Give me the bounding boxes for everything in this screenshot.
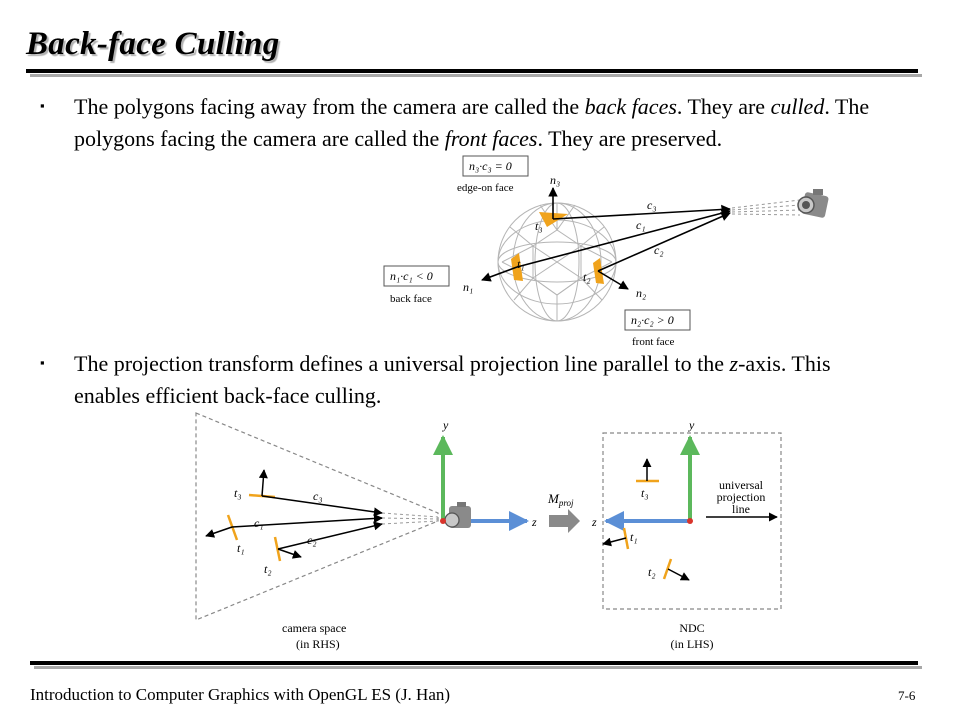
label-t1: t₁ (517, 257, 525, 271)
label-c1: c₁ (636, 218, 646, 232)
universal-label-line1: universal (719, 478, 764, 492)
edge-on-eq-box (462, 155, 529, 177)
label-n2: n₂ (636, 286, 646, 300)
label-t3: t₃ (535, 219, 543, 233)
back-equation: n₁·c₁ < 0 (390, 269, 433, 283)
frustum-ray-lines (381, 512, 439, 525)
view-frustum-lines (731, 199, 801, 216)
ndc-origin (687, 518, 693, 524)
normal-n1 (481, 266, 518, 282)
label-c2-left: c₂ (307, 533, 317, 547)
ndc-box (602, 432, 782, 610)
camera-icon-small (440, 502, 471, 528)
back-eq-box (383, 265, 450, 287)
front-eq-box (624, 309, 691, 331)
paragraph-back-faces: The polygons facing away from the camera… (74, 91, 924, 155)
vector-c1 (516, 208, 731, 268)
edge-on-caption: edge-on face (457, 182, 514, 194)
front-equation: n₂·c₂ > 0 (631, 313, 674, 327)
label-t2-right: t₂ (648, 565, 656, 579)
universal-label-line2: projection (717, 490, 766, 504)
camera-space-caption-line2: (in RHS) (296, 637, 340, 651)
label-y-right: y (688, 418, 695, 432)
label-t3-right: t₃ (641, 486, 649, 500)
para1-text-2: . They are (676, 94, 771, 119)
vector-c2 (597, 212, 731, 272)
normal-t2-left (277, 548, 302, 559)
label-z-left: z (531, 515, 537, 529)
para2-text-2: -axis. This enables efficient back-face … (74, 351, 831, 408)
normal-t1-right (602, 537, 627, 547)
figure-sphere-culling: n₃ t₃ t₁ t₂ n₁ n₂ c₃ c₁ c₂ n₃·c₃ = 0 edg… (383, 155, 829, 348)
vector-c2-left (277, 521, 383, 550)
title-divider (26, 69, 918, 73)
face-t2-left (273, 536, 282, 562)
normal-n2 (597, 270, 629, 290)
normal-t2-right (667, 568, 690, 581)
paragraph-projection: The projection transform defines a unive… (74, 348, 894, 412)
vector-c1-left (231, 513, 383, 528)
label-t1-right: t₁ (630, 530, 638, 544)
front-caption: front face (632, 336, 675, 348)
para2-text-1: The projection transform defines a unive… (74, 351, 730, 376)
label-mproj: Mproj (547, 491, 574, 508)
figure-projection: y z t₃ t₁ t₂ c₃ c₁ c₂ camera spac (195, 412, 782, 651)
label-t1-left: t₁ (237, 541, 245, 555)
bullet-marker: ▪ (40, 98, 45, 113)
vector-c3-left (261, 495, 383, 517)
label-t3-left: t₃ (234, 486, 242, 500)
label-z-right: z (591, 515, 597, 529)
ndc-caption-line1: NDC (679, 621, 704, 635)
mproj-arrow (549, 509, 580, 533)
label-n3: n₃ (550, 173, 560, 187)
normal-t1-left (205, 526, 233, 538)
para1-text-4: . They are preserved. (537, 126, 723, 151)
edge-on-equation: n₃·c₃ = 0 (469, 159, 512, 173)
label-c3-left: c₃ (313, 489, 323, 503)
term-culled: culled (770, 94, 825, 119)
label-c3: c₃ (647, 198, 657, 212)
normal-t3-left (258, 469, 268, 497)
slide-title: Back-face Culling (26, 26, 280, 62)
ndc-caption-line2: (in LHS) (671, 637, 714, 651)
back-caption: back face (390, 293, 432, 305)
page-number: 7-6 (898, 688, 916, 703)
footer-divider-shadow (34, 666, 922, 669)
universal-label-line3: line (732, 502, 750, 516)
term-back-faces: back faces (584, 94, 677, 119)
label-y-left: y (442, 418, 449, 432)
title-divider-shadow (30, 74, 922, 77)
camera-frustum (195, 412, 439, 621)
bullet-marker: ▪ (40, 355, 45, 370)
footer-divider (30, 661, 918, 665)
camera-icon (797, 189, 829, 218)
vector-c3 (552, 204, 731, 220)
label-c2: c₂ (654, 243, 664, 257)
para1-text-1: The polygons facing away from the camera… (74, 94, 585, 119)
term-z: z (729, 351, 739, 376)
label-n1: n₁ (463, 280, 473, 294)
face-t2-right (662, 558, 673, 580)
term-front-faces: front faces (444, 126, 538, 151)
label-t2: t₂ (583, 270, 591, 284)
camera-space-caption-line1: camera space (282, 621, 346, 635)
label-c1-left: c₁ (254, 516, 264, 530)
footer-text: Introduction to Computer Graphics with O… (30, 685, 451, 704)
para1-text-3: . The polygons facing the camera are cal… (74, 94, 870, 151)
label-t2-left: t₂ (264, 562, 272, 576)
